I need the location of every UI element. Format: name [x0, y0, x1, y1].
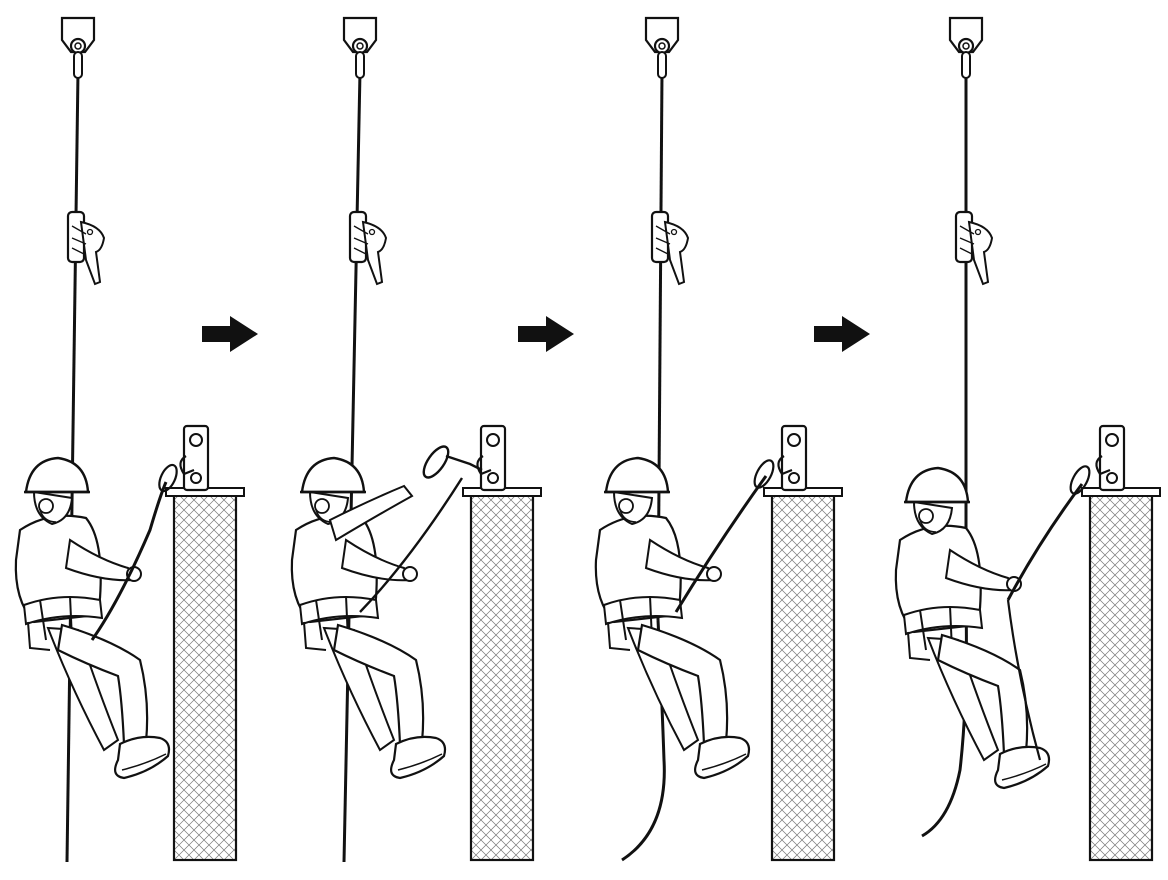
- hatched-pillar-icon: [461, 424, 543, 862]
- lanyard: [359, 477, 464, 613]
- hatched-pillar-icon: [1080, 424, 1162, 862]
- lanyard: [674, 475, 768, 613]
- lanyard: [90, 481, 168, 641]
- panel-3: [594, 16, 844, 862]
- carabiner-icon: [753, 459, 775, 489]
- hatched-pillar-icon: [762, 424, 844, 862]
- carabiner-icon: [422, 445, 450, 479]
- rope-anchor-icon: [60, 16, 106, 286]
- panel-2: [290, 16, 543, 863]
- arrow-right-icon: [814, 316, 870, 352]
- climber-figure: [14, 456, 171, 780]
- climber-figure: [894, 466, 1051, 790]
- climber-figure: [594, 456, 751, 780]
- arrow-right-icon: [202, 316, 258, 352]
- lanyard: [1006, 483, 1084, 601]
- carabiner-icon: [1069, 465, 1091, 495]
- carabiner-icon: [158, 463, 178, 493]
- panel-4: [894, 16, 1162, 862]
- rope-anchor-icon: [644, 16, 690, 286]
- arrow-right-icon: [518, 316, 574, 352]
- rope-anchor-icon: [948, 16, 994, 286]
- hatched-pillar-icon: [164, 424, 246, 862]
- panel-1: [14, 16, 246, 863]
- rope-anchor-icon: [342, 16, 388, 286]
